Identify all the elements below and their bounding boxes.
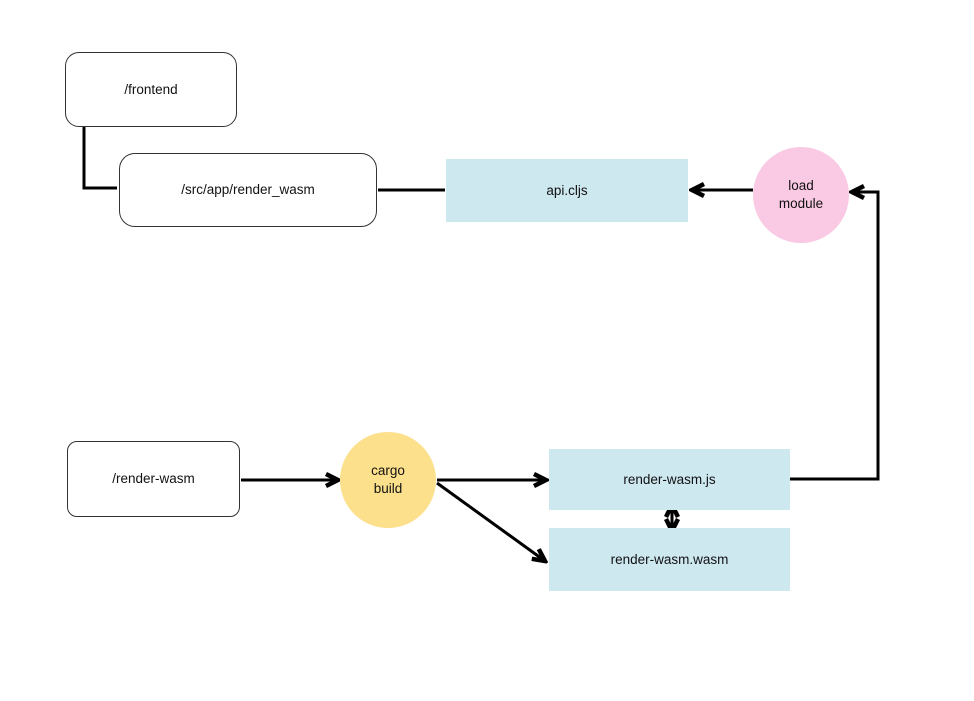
node-load-module-label: load module: [778, 178, 824, 211]
node-render-wasm-dir: /render-wasm: [67, 441, 240, 517]
edge-frontend-to-src-app: [82, 127, 117, 190]
node-render-wasm-dir-label: /render-wasm: [112, 471, 195, 487]
node-src-app-render-wasm: /src/app/render_wasm: [119, 153, 377, 227]
node-api-cljs: api.cljs: [446, 159, 688, 222]
edge-render-wasm-js-to-load-module: [790, 192, 880, 481]
node-cargo-build: cargo build: [340, 432, 436, 528]
node-render-wasm-js-label: render-wasm.js: [623, 471, 716, 487]
edge-cargo-build-to-render-wasm-wasm: [436, 481, 545, 561]
node-frontend-label: /frontend: [124, 81, 178, 97]
node-src-app-render-wasm-label: /src/app/render_wasm: [181, 182, 315, 198]
node-cargo-build-label: cargo build: [371, 463, 405, 496]
node-frontend: /frontend: [65, 52, 237, 127]
node-render-wasm-wasm: render-wasm.wasm: [549, 528, 790, 591]
node-render-wasm-wasm-label: render-wasm.wasm: [610, 551, 729, 567]
node-api-cljs-label: api.cljs: [546, 182, 588, 198]
edge-group: [82, 127, 880, 561]
node-render-wasm-js: render-wasm.js: [549, 449, 790, 510]
node-load-module: load module: [753, 147, 849, 243]
